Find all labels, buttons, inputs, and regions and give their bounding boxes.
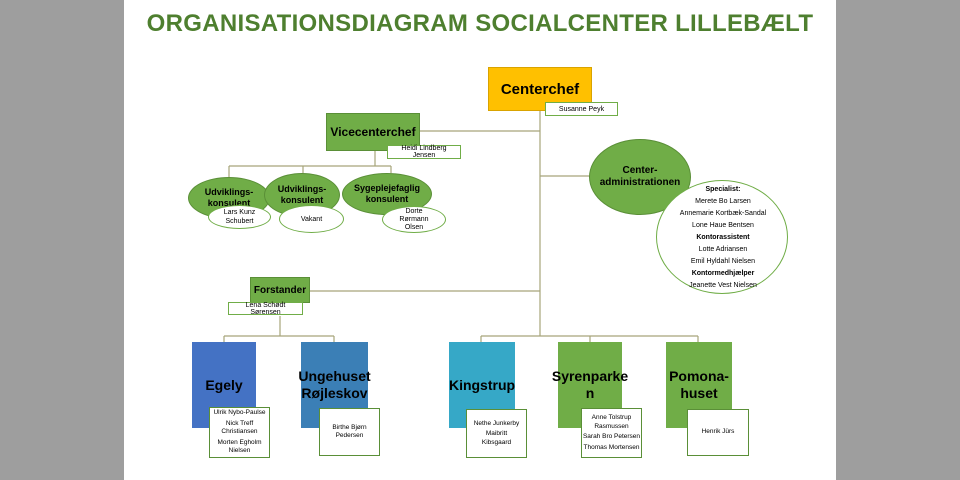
staff-name: Thomas Mortensen bbox=[583, 443, 640, 451]
consultant-name-1: Lars Kunz Schubert bbox=[208, 205, 271, 229]
administration-staff-item: Specialist: bbox=[705, 186, 741, 193]
dept-label-syrenparken: Syrenparke n bbox=[551, 368, 629, 401]
administration-staff-item: Emil Hyldahl Nielsen bbox=[690, 258, 756, 265]
administration-staff-item: Kontorassistent bbox=[696, 234, 750, 241]
administration-staff-item: Annemarie Kortbæk-Sandal bbox=[679, 210, 767, 217]
vicecenterchef-name: Heidi Lindberg Jensen bbox=[387, 145, 461, 159]
dept-staff-pomonahuset: Henrik Jürs bbox=[687, 409, 749, 456]
consultant-name-3: Dorte Rørmann Olsen bbox=[382, 206, 446, 233]
page-title: ORGANISATIONSDIAGRAM SOCIALCENTER LILLEB… bbox=[146, 10, 814, 37]
vicecenterchef-box: Vicecenterchef bbox=[326, 113, 420, 151]
consultant-name-2: Vakant bbox=[279, 205, 344, 233]
staff-name: Birthe Bjørn Pedersen bbox=[332, 423, 367, 440]
staff-name: Henrik Jürs bbox=[701, 428, 735, 436]
administration-staff-item: Jeanette Vest Nielsen bbox=[689, 282, 757, 289]
forstander-name: Lena Schødt Sørensen bbox=[228, 302, 303, 316]
staff-name: Sarah Bro Petersen bbox=[582, 433, 641, 440]
dept-label-pomonahuset: Pomona- huset bbox=[669, 368, 729, 401]
administration-staff-item: Kontormedhjælper bbox=[691, 270, 755, 277]
forstander-label: Forstander bbox=[253, 284, 307, 296]
staff-name: Nick Treff Christiansen bbox=[221, 419, 258, 436]
centerchef-name: Susanne Peyk bbox=[545, 102, 618, 116]
staff-name: Anne Tolstrup Rasmussen bbox=[591, 414, 632, 430]
staff-name: Nethe Junkerby bbox=[473, 419, 520, 427]
administration-ellipse: Center- administrationen bbox=[589, 139, 691, 215]
forstander-box: Forstander bbox=[250, 277, 310, 303]
administration-staff-item: Lone Haue Bentsen bbox=[692, 222, 754, 229]
vicecenterchef-label: Vicecenterchef bbox=[330, 125, 416, 139]
staff-name: Ulrik Nybo-Paulse bbox=[213, 409, 266, 417]
dept-box-syrenparken: Syrenparke n bbox=[552, 342, 628, 428]
dept-staff-ungehuset: Birthe Bjørn Pedersen bbox=[319, 408, 380, 456]
centerchef-label: Centerchef bbox=[500, 80, 580, 98]
dept-label-ungehuset: Ungehuset Røjleskov bbox=[298, 368, 371, 401]
administration-staff-item: Merete Bo Larsen bbox=[695, 198, 751, 205]
dept-label-kingstrup: Kingstrup bbox=[448, 376, 516, 393]
staff-name: Maibritt Kibsgaard bbox=[481, 430, 512, 446]
staff-name: Morten Egholm Nielsen bbox=[217, 438, 262, 455]
administration-staff-item: Lotte Adriansen bbox=[698, 246, 748, 253]
dept-label-egely: Egely bbox=[205, 376, 243, 393]
